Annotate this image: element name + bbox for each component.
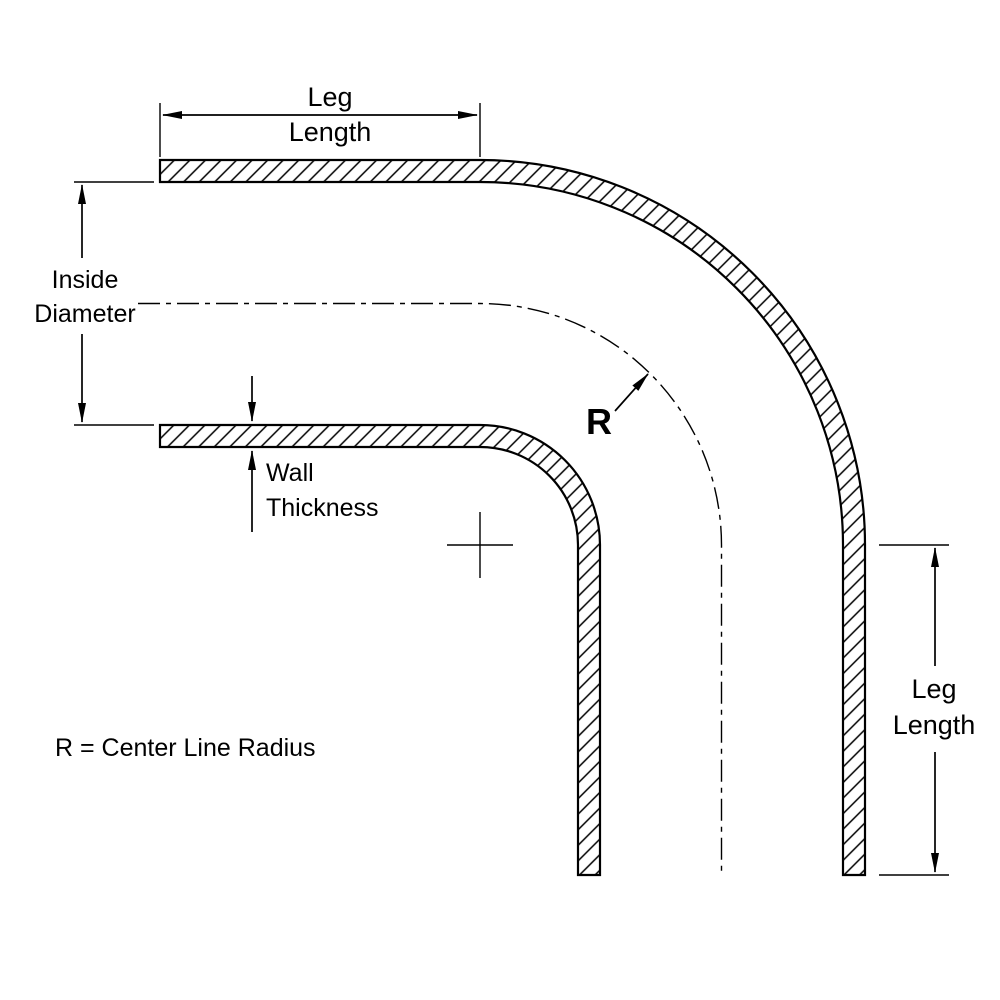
elbow-tube: [158, 158, 867, 877]
leg-length-top-label-line2: Length: [289, 117, 372, 147]
radius-leader-line: [614, 373, 649, 412]
centerline: [138, 302, 723, 872]
radius-symbol-label: R: [586, 401, 612, 442]
elbow-inner-wall-section: [158, 423, 602, 877]
elbow-outer-wall-section: [158, 158, 867, 877]
wall-thickness-label-line1: Wall: [266, 459, 314, 487]
leg-length-top-dimension: Leg Length: [159, 82, 481, 157]
wall-thickness-label-line2: Thickness: [266, 494, 379, 522]
leg-length-right-dimension: Leg Length: [879, 544, 976, 876]
inside-diameter-label-line1: Inside: [52, 266, 119, 294]
leg-length-right-label-line1: Leg: [911, 674, 956, 704]
leg-length-right-label-line2: Length: [893, 710, 976, 740]
inside-diameter-label-line2: Diameter: [34, 300, 135, 328]
inside-diameter-dimension: Inside Diameter: [34, 181, 154, 426]
center-mark: [447, 512, 513, 578]
centerline-radius-annotation: R: [586, 373, 649, 442]
wall-thickness-annotation: Wall Thickness: [248, 376, 379, 532]
leg-length-top-label-line1: Leg: [307, 82, 352, 112]
radius-legend-text: R = Center Line Radius: [55, 734, 316, 762]
